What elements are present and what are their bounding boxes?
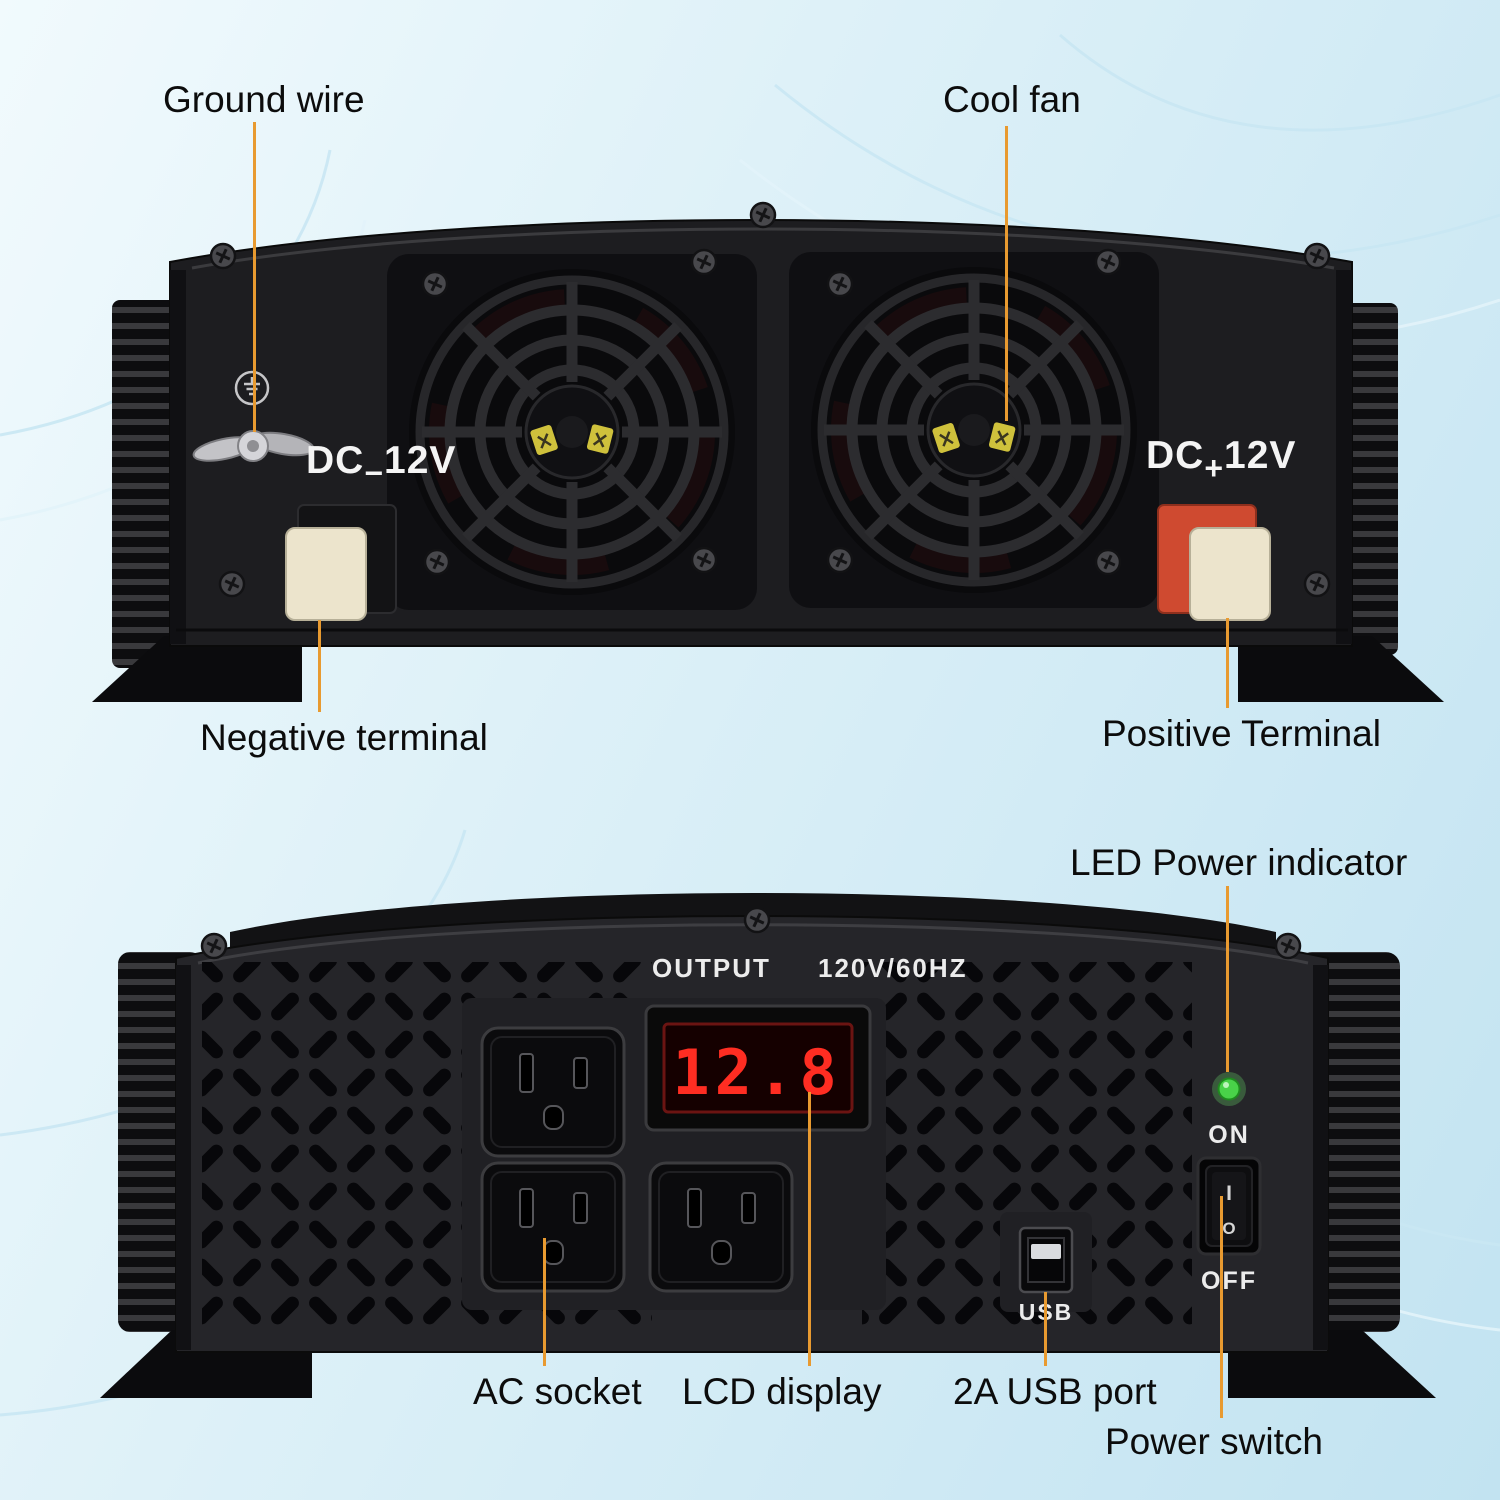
ac-outlet-bottom-right <box>648 1161 794 1293</box>
output-spec-label: 120V/60HZ <box>818 953 968 983</box>
rear-inverter-unit: DC−12V DC+12V <box>92 201 1444 702</box>
power-switch-label: Power switch <box>1105 1421 1323 1462</box>
lcd-display-label: LCD display <box>682 1371 882 1412</box>
led-power-indicator-label: LED Power indicator <box>1070 842 1408 883</box>
front-inverter-unit: OUTPUT 120V/60HZ 12.8 ON I O <box>100 893 1436 1398</box>
dc-positive-marking: DC+12V <box>1146 434 1296 486</box>
led-on-label: ON <box>1208 1121 1250 1149</box>
lcd-voltage-reading: 12.8 <box>672 1036 841 1109</box>
lcd-display-module: 12.8 <box>644 1004 872 1132</box>
switch-off-label: OFF <box>1201 1267 1257 1295</box>
negative-terminal-block <box>285 504 397 621</box>
negative-terminal-leader <box>318 620 321 712</box>
ac-outlet-bottom-left <box>480 1161 626 1293</box>
usb-port-label: 2A USB port <box>953 1371 1157 1412</box>
positive-terminal-label: Positive Terminal <box>1102 713 1381 754</box>
ground-wire-label: Ground wire <box>163 79 365 120</box>
cool-fan-label: Cool fan <box>943 79 1081 120</box>
rocker-off-mark: O <box>1222 1219 1235 1238</box>
ac-outlet-top <box>480 1026 626 1158</box>
rear-left-foot <box>92 636 302 702</box>
ac-socket-leader <box>543 1238 546 1366</box>
positive-terminal-leader <box>1226 618 1229 708</box>
rocker-on-mark: I <box>1226 1182 1232 1205</box>
negative-terminal-label: Negative terminal <box>200 717 488 758</box>
ground-wire-screw <box>192 430 315 462</box>
positive-terminal-block <box>1157 504 1271 621</box>
ground-wire-leader <box>253 122 256 432</box>
ground-symbol <box>234 370 270 406</box>
usb-port-leader <box>1044 1292 1047 1366</box>
front-top-cap <box>230 893 1276 956</box>
power-switch-rocker: I O <box>1196 1156 1262 1256</box>
cool-fan-leader <box>1005 126 1008 421</box>
rear-right-foot <box>1238 636 1444 702</box>
power-switch-leader <box>1220 1196 1223 1418</box>
led-indicator-leader <box>1226 886 1229 1072</box>
usb-port-connector <box>1018 1226 1074 1294</box>
ac-socket-label: AC socket <box>473 1371 642 1412</box>
output-label: OUTPUT <box>652 953 771 983</box>
led-power-indicator-light <box>1212 1072 1246 1106</box>
lcd-display-leader <box>808 1092 811 1366</box>
dc-negative-marking: DC−12V <box>306 439 456 491</box>
